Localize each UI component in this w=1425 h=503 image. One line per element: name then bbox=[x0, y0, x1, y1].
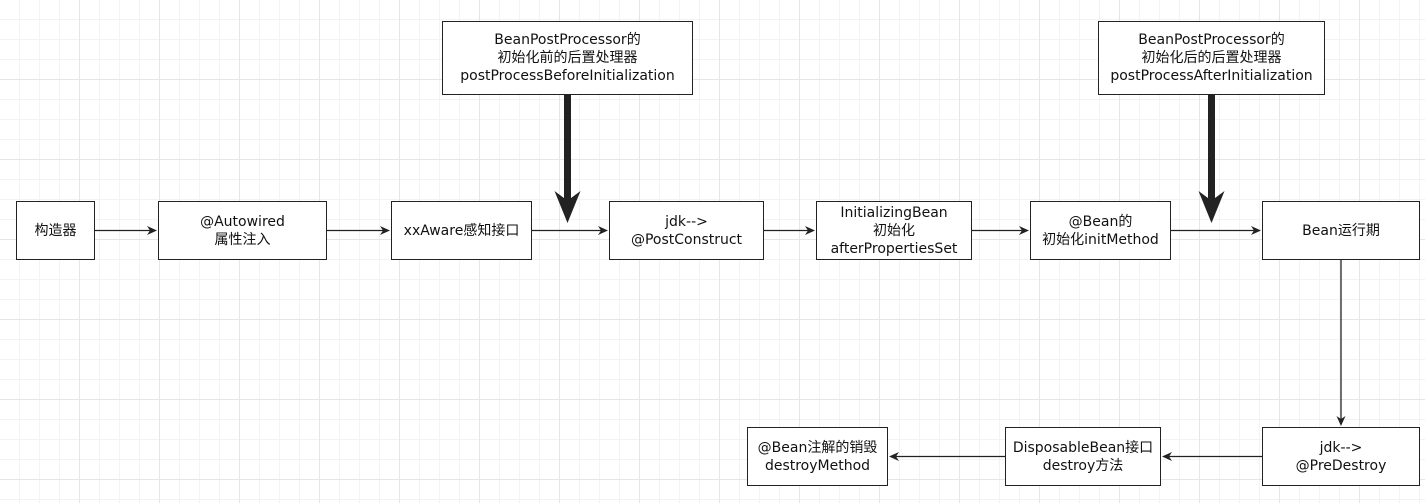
node-label-line: jdk--> bbox=[1319, 439, 1363, 456]
node-label-line: Bean运行期 bbox=[1302, 222, 1380, 239]
node-label-line: InitializingBean bbox=[840, 204, 948, 221]
edge-arrowhead bbox=[1019, 226, 1029, 235]
node-label-line: 初始化后的后置处理器 bbox=[1141, 50, 1282, 66]
node-label-line: 属性注入 bbox=[214, 231, 271, 248]
node-label-line: 构造器 bbox=[34, 222, 77, 239]
node-label-line: postProcessAfterInitialization bbox=[1110, 68, 1313, 84]
edge-arrowhead bbox=[889, 452, 899, 461]
node-label-line: destroyMethod bbox=[764, 457, 871, 474]
thick-edge-arrowhead bbox=[1198, 191, 1225, 223]
node-constructor: 构造器 bbox=[16, 201, 95, 260]
node-label-line: @PreDestroy bbox=[1295, 457, 1387, 474]
node-init-method: @Bean的初始化initMethod bbox=[1030, 201, 1171, 260]
node-label-line: BeanPostProcessor的 bbox=[494, 32, 641, 48]
node-post-construct: jdk-->@PostConstruct bbox=[609, 201, 764, 260]
thick-edge-arrowhead bbox=[554, 191, 581, 223]
node-label-line: DisposableBean接口 bbox=[1012, 439, 1154, 456]
node-label-line: 初始化 bbox=[873, 222, 915, 239]
node-label-line: jdk--> bbox=[665, 213, 708, 230]
node-label-line: afterPropertiesSet bbox=[830, 240, 958, 257]
node-aware: xxAware感知接口 bbox=[391, 201, 532, 260]
node-label-line: @Bean的 bbox=[1068, 213, 1133, 230]
node-label-line: destroy方法 bbox=[1042, 457, 1124, 474]
node-pre-destroy: jdk-->@PreDestroy bbox=[1262, 427, 1420, 486]
node-label-line: @PostConstruct bbox=[630, 231, 743, 248]
node-bean-runtime: Bean运行期 bbox=[1262, 201, 1420, 260]
node-label-line: 初始化前的后置处理器 bbox=[497, 50, 638, 66]
node-label-line: xxAware感知接口 bbox=[403, 222, 520, 239]
node-label-line: 初始化initMethod bbox=[1042, 231, 1159, 248]
node-label-line: postProcessBeforeInitialization bbox=[460, 68, 675, 84]
node-label-line: BeanPostProcessor的 bbox=[1138, 32, 1285, 48]
node-before-init-processor: BeanPostProcessor的初始化前的后置处理器 postProcessB… bbox=[442, 21, 693, 95]
edge-arrowhead bbox=[1162, 452, 1172, 461]
edge-arrowhead bbox=[805, 226, 815, 235]
edge-arrowhead bbox=[1251, 226, 1261, 235]
node-label-line: @Autowired bbox=[200, 213, 285, 230]
node-after-init-processor: BeanPostProcessor的初始化后的后置处理器 postProcessA… bbox=[1098, 21, 1325, 95]
node-label-line: @Bean注解的销毁 bbox=[757, 439, 878, 456]
edge-arrowhead bbox=[598, 226, 608, 235]
edge-arrowhead bbox=[380, 226, 390, 235]
edge-arrowhead bbox=[1336, 416, 1346, 426]
edge-arrowhead bbox=[147, 226, 157, 235]
